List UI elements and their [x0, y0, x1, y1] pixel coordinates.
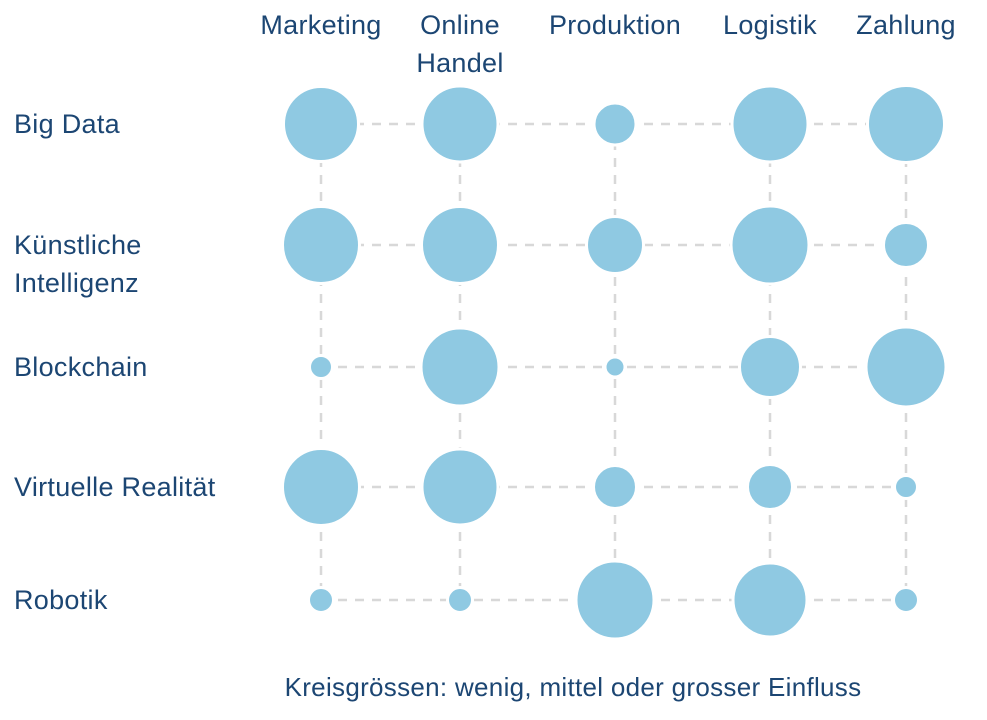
bubble-2-2-wenig	[603, 355, 627, 379]
bubble-0-2-mittel	[592, 101, 638, 147]
bubble-4-3-gross	[731, 561, 809, 639]
bubble-0-1-gross	[420, 84, 500, 164]
bubble-1-2-mittel	[585, 215, 645, 275]
bubble-1-1-gross	[420, 205, 500, 285]
bubble-0-4-gross	[866, 84, 946, 164]
row-label-robotik: Robotik	[14, 585, 108, 615]
bubble-1-3-gross	[729, 204, 811, 286]
row-label-kuenstliche-intelligenz: Künstliche Intelligenz	[14, 230, 142, 298]
bubble-3-4-wenig	[893, 474, 919, 500]
bubble-2-0-wenig	[308, 354, 334, 380]
bubble-4-2-gross	[574, 559, 656, 641]
bubble-2-1-gross	[419, 326, 501, 408]
column-header-zahlung: Zahlung	[856, 10, 956, 40]
bubble-2-3-mittel	[738, 335, 802, 399]
bubble-4-4-wenig	[892, 586, 920, 614]
column-header-online-handel: Online Handel	[416, 10, 504, 78]
bubble-3-3-mittel	[746, 463, 794, 511]
bubble-0-0-gross	[282, 85, 360, 163]
bubble-2-4-gross	[864, 325, 948, 409]
bubble-1-4-mittel	[882, 221, 930, 269]
bubble-3-1-gross	[420, 447, 500, 527]
row-label-big-data: Big Data	[14, 109, 120, 139]
column-header-marketing: Marketing	[260, 10, 382, 40]
bubble-0-3-gross	[730, 84, 810, 164]
column-header-logistik: Logistik	[723, 10, 817, 40]
bubble-1-0-gross	[281, 205, 361, 285]
bubble-3-0-gross	[281, 447, 361, 527]
bubble-4-0-wenig	[307, 586, 335, 614]
bubble-4-1-wenig	[446, 586, 474, 614]
row-label-blockchain: Blockchain	[14, 352, 148, 382]
bubble-3-2-mittel	[592, 464, 638, 510]
column-header-produktion: Produktion	[548, 10, 682, 40]
size-legend-caption: Kreisgrössen: wenig, mittel oder grosser…	[284, 672, 862, 702]
row-label-virtuelle-realitaet: Virtuelle Realität	[14, 472, 216, 502]
